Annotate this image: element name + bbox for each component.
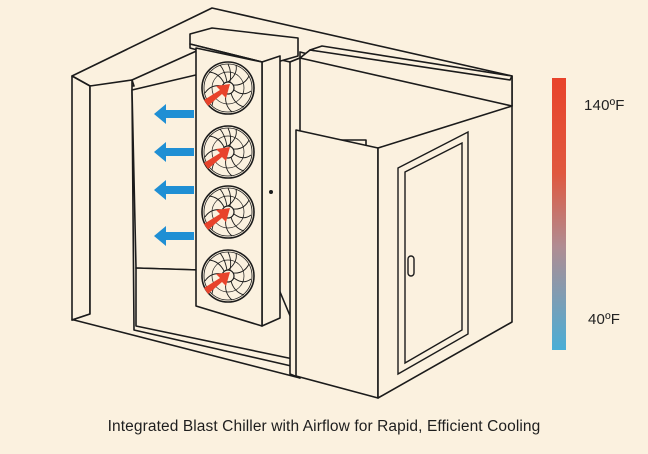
hot-arrow-icon — [204, 208, 230, 230]
diagram-caption: Integrated Blast Chiller with Airflow fo… — [107, 418, 541, 435]
right-room-side — [295, 129, 379, 399]
hot-arrow-icon — [204, 272, 230, 294]
hot-air-arrows — [204, 84, 230, 294]
temperature-high-label: 140ºF — [584, 97, 625, 114]
left-wall-front — [71, 75, 91, 321]
arrow-left-icon — [154, 180, 194, 200]
hot-arrow-icon — [204, 84, 230, 106]
temperature-gradient-bar — [552, 78, 566, 350]
right-room-inner — [309, 45, 513, 81]
arrow-left-icon — [154, 226, 194, 246]
door[interactable] — [397, 130, 469, 376]
door-handle-icon[interactable] — [407, 255, 415, 277]
temperature-low-label: 40ºF — [588, 311, 621, 328]
hot-arrow-icon — [204, 147, 230, 169]
cold-air-arrows — [154, 104, 194, 246]
arrow-left-icon — [154, 104, 194, 124]
arrow-left-icon — [154, 142, 194, 162]
